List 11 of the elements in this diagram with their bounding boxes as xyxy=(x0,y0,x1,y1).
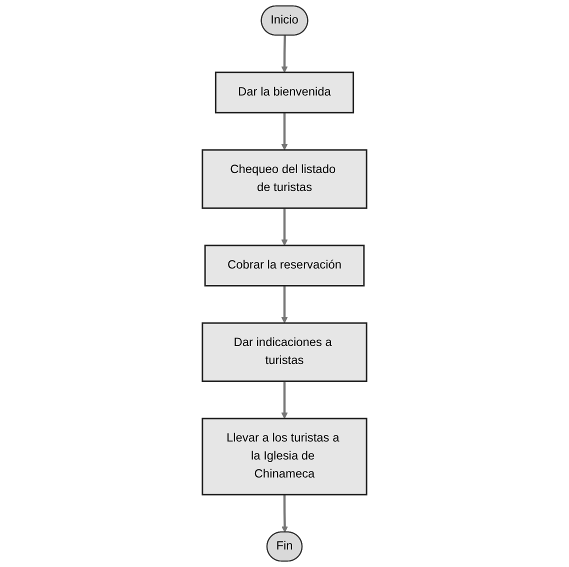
node-box: Dar indicaciones a turistas xyxy=(202,322,368,382)
arrow xyxy=(281,35,288,73)
node-box: Dar la bienvenida xyxy=(214,72,354,114)
node-box: Llevar a los turistas a la Iglesia de Chinameca xyxy=(202,418,368,496)
arrow xyxy=(281,112,288,150)
arrow xyxy=(281,381,288,419)
arrow xyxy=(281,286,288,324)
node-box: Cobrar la reservación xyxy=(204,244,365,286)
arrow xyxy=(281,208,288,246)
node-box: Chequeo del listado de turistas xyxy=(202,149,368,209)
arrow xyxy=(281,494,288,533)
